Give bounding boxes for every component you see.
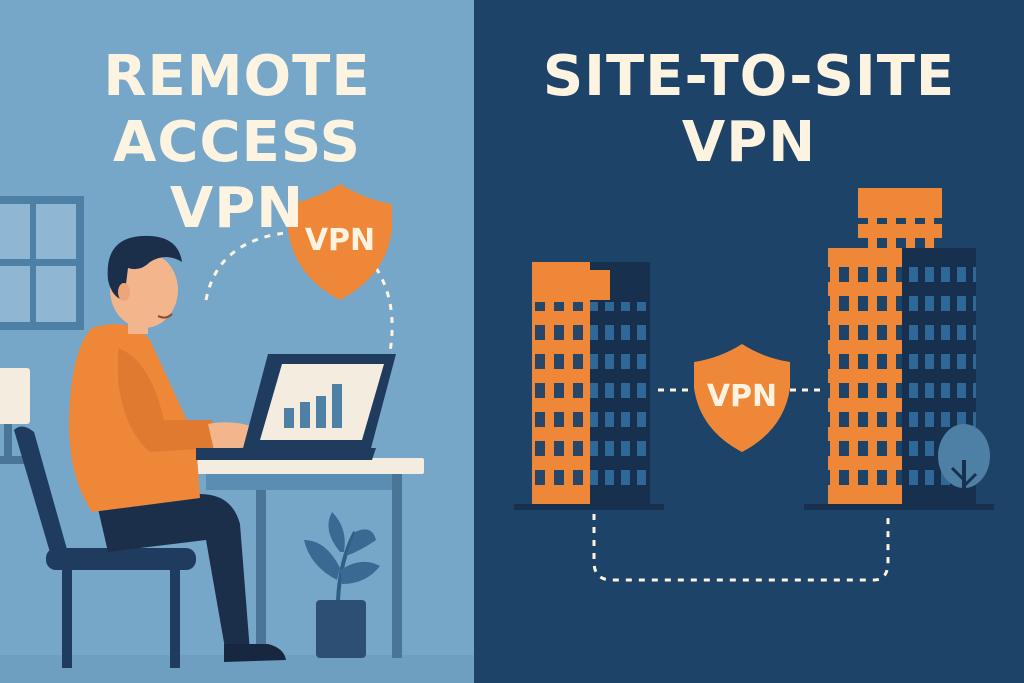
plant-icon (304, 512, 380, 658)
desk (182, 458, 424, 658)
title-line: SITE-TO-SITE (542, 44, 956, 109)
window-icon (0, 196, 84, 330)
lamp-icon (0, 368, 30, 464)
bar-chart-icon (284, 384, 342, 428)
shield-icon: VPN (288, 184, 392, 300)
remote-access-title: REMOTE ACCESS VPN (0, 44, 474, 242)
shield-icon: VPN (694, 344, 790, 452)
site-to-site-scene: VPN (474, 0, 1024, 683)
tree-icon (938, 424, 990, 504)
connection-line (374, 267, 394, 353)
connection-line (204, 230, 295, 301)
site-to-site-panel: VPN SITE-TO-SITE VPN (474, 0, 1024, 683)
laptop-icon (196, 354, 396, 460)
person-illustration (68, 235, 286, 662)
chair (14, 426, 196, 668)
connection-line (592, 514, 890, 582)
title-line: REMOTE ACCESS (103, 44, 371, 175)
title-line: VPN (681, 110, 817, 175)
shield-label: VPN (707, 379, 777, 414)
site-to-site-title: SITE-TO-SITE VPN (474, 44, 1024, 176)
building-icon (514, 262, 664, 510)
remote-access-panel: VPN REMOTE ACCESS VPN (0, 0, 474, 683)
shield-label: VPN (305, 223, 375, 258)
title-line: VPN (169, 176, 305, 241)
building-icon (804, 188, 994, 510)
remote-access-scene: VPN (0, 0, 474, 683)
